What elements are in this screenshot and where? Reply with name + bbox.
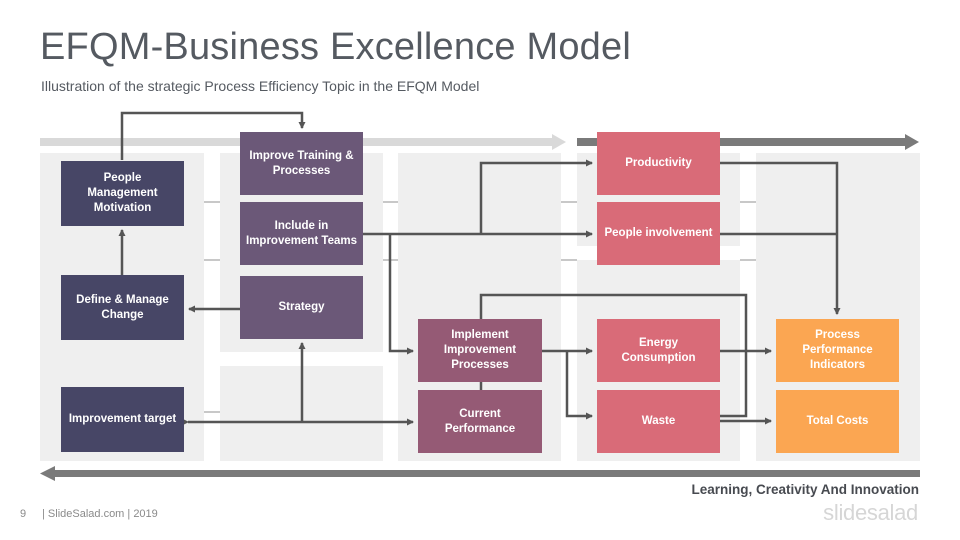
brand-logo: slidesalad bbox=[823, 500, 918, 525]
node-total-costs: Total Costs bbox=[776, 390, 899, 453]
connector-to-productivity bbox=[479, 159, 593, 234]
node-waste: Waste bbox=[597, 390, 720, 453]
results-band-arrow bbox=[577, 134, 919, 150]
node-people-management: People Management Motivation bbox=[61, 161, 184, 226]
node-improve-training: Improve Training & Processes bbox=[240, 132, 363, 195]
node-energy-consumption: Energy Consumption bbox=[597, 319, 720, 382]
connector-people-to-training bbox=[120, 111, 306, 160]
feedback-band-arrow bbox=[40, 466, 920, 481]
learning-label: Learning, Creativity And Innovation bbox=[691, 482, 919, 497]
connector-implement-to-waste bbox=[565, 351, 593, 420]
footer-meta: | SlideSalad.com | 2019 bbox=[42, 508, 158, 520]
page-subtitle: Illustration of the strategic Process Ef… bbox=[41, 78, 480, 94]
node-define-manage-change: Define & Manage Change bbox=[61, 275, 184, 340]
node-improvement-target: Improvement target bbox=[61, 387, 184, 452]
node-people-involvement: People involvement bbox=[597, 202, 720, 265]
node-process-performance: Process Performance Indicators bbox=[776, 319, 899, 382]
connector-productivity-to-ppi bbox=[720, 161, 841, 315]
node-include-in-teams: Include in Improvement Teams bbox=[240, 202, 363, 265]
page-title: EFQM-Business Excellence Model bbox=[40, 26, 631, 68]
page-number: 9 bbox=[20, 508, 27, 520]
panel-separators bbox=[204, 201, 756, 413]
node-strategy: Strategy bbox=[240, 276, 363, 339]
connector-teams-to-implement bbox=[388, 234, 414, 355]
node-productivity: Productivity bbox=[597, 132, 720, 195]
node-implement-improvement: Implement Improvement Processes bbox=[418, 319, 542, 382]
node-current-performance: Current Performance bbox=[418, 390, 542, 453]
